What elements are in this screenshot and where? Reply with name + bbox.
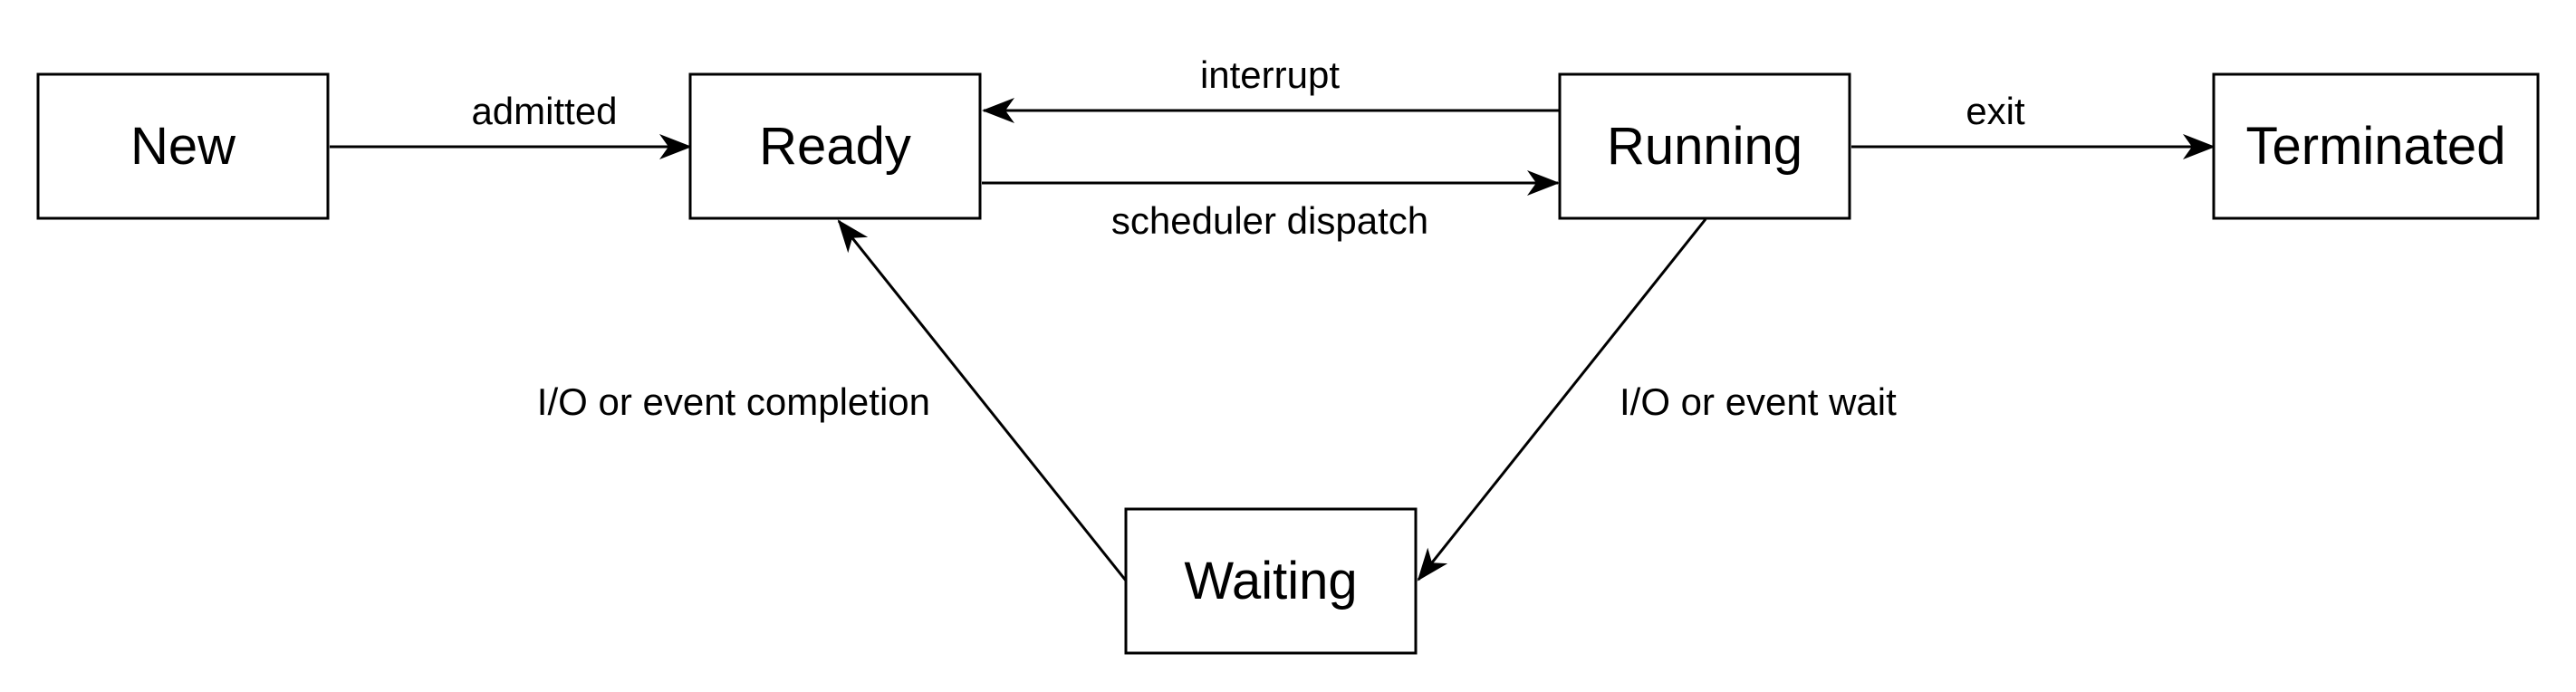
state-new-box [36,72,330,220]
state-terminated-box [2212,72,2540,220]
edge-io-event-completion-label: I/O or event completion [537,380,930,423]
state-waiting: Waiting [1124,507,1418,655]
state-waiting-label: Waiting [1184,552,1357,610]
state-running: Running [1558,72,1851,220]
state-ready-label: Ready [759,117,911,176]
edge-interrupt-label: interrupt [1200,53,1340,96]
state-terminated-label: Terminated [2246,117,2506,176]
state-new: New [36,72,330,220]
edge-io-event-completion: I/O or event completion [537,219,1128,581]
state-waiting-box [1124,507,1418,655]
state-running-box [1558,72,1851,220]
edge-admitted: admitted [330,90,692,159]
edge-io-event-completion-line [837,219,1128,581]
edge-admitted-label: admitted [471,90,617,132]
state-running-label: Running [1607,117,1802,176]
edge-interrupt: interrupt [982,53,1560,123]
state-terminated: Terminated [2212,72,2540,220]
edge-scheduler-dispatch-label: scheduler dispatch [1111,199,1428,242]
edge-exit-label: exit [1966,90,2025,132]
edge-io-event-wait-label: I/O or event wait [1620,380,1897,423]
state-new-label: New [130,117,236,176]
edge-scheduler-dispatch: scheduler dispatch [982,170,1560,242]
edge-exit: exit [1851,90,2216,159]
edge-io-event-wait: I/O or event wait [1417,218,1897,581]
state-ready: Ready [688,72,982,220]
edge-io-event-wait-line [1417,218,1707,581]
state-ready-box [688,72,982,220]
